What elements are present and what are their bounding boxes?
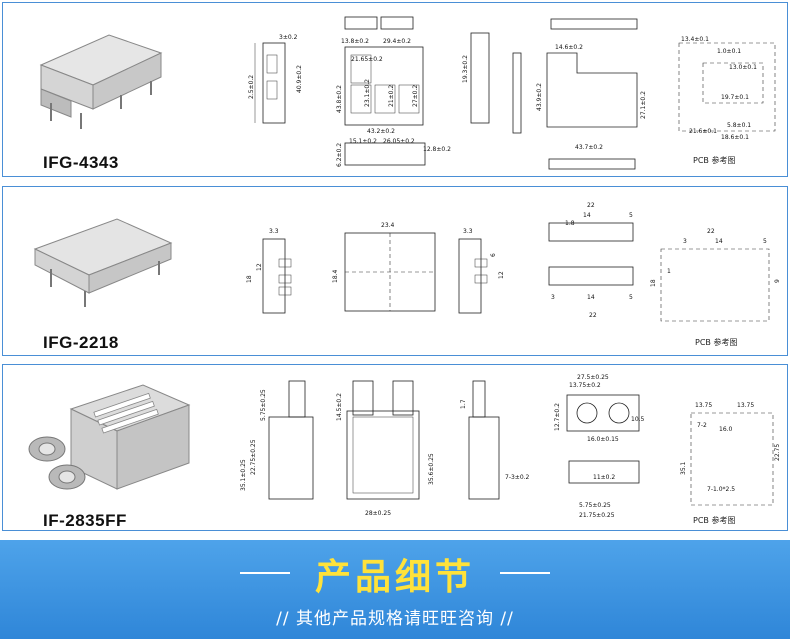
dim-label: 5 xyxy=(629,212,633,219)
model-name: IF-2835FF xyxy=(43,511,127,530)
tuner-product-image xyxy=(28,384,191,490)
dim-label: 12 xyxy=(256,263,263,271)
dim-label: 14.6±0.2 xyxy=(555,44,583,51)
shield-can-product-image xyxy=(39,34,163,129)
dim-label: 3.3 xyxy=(463,228,473,235)
dim-label: 7-2 xyxy=(697,422,707,429)
dim-label: 43.8±0.2 xyxy=(336,85,343,113)
product-panel-ifg-4343: IFG-4343 2.5±0.2 3±0.2 40.9±0.2 13.8±0.2… xyxy=(2,2,788,177)
dim-label: 5.8±0.1 xyxy=(727,122,751,129)
banner-title: 产品细节 xyxy=(314,557,475,598)
dim-label: 3 xyxy=(551,294,555,301)
pcb-reference-label: PCB 参考图 xyxy=(695,338,738,347)
model-name: IFG-4343 xyxy=(43,153,119,172)
dim-label: 27.1±0.2 xyxy=(640,91,647,119)
dim-label: 18.6±0.1 xyxy=(721,134,749,141)
dim-label: 35.6±0.25 xyxy=(428,453,435,485)
dim-label: 13.75 xyxy=(695,402,712,409)
dim-label: 23.4 xyxy=(381,222,395,229)
dim-label: 43.7±0.2 xyxy=(575,144,603,151)
dim-label: 14 xyxy=(715,238,723,245)
banner-subtitle: // 其他产品规格请旺旺咨询 // xyxy=(276,609,514,629)
dim-label: 3±0.2 xyxy=(279,34,298,41)
dim-label: 1.7 xyxy=(460,399,467,409)
dim-label: 1.0±0.1 xyxy=(717,48,741,55)
divider-line xyxy=(500,572,550,574)
dim-label: 2.5±0.2 xyxy=(248,75,255,99)
dim-label: 22 xyxy=(587,202,595,209)
dim-label: 12 xyxy=(498,271,505,279)
dim-label: 13.8±0.2 xyxy=(341,38,369,45)
pcb-reference-label: PCB 参考图 xyxy=(693,516,736,525)
dim-label: 29.4±0.2 xyxy=(383,38,411,45)
dim-label: 22.75 xyxy=(774,444,781,461)
shield-can-product-image xyxy=(33,218,173,307)
dim-label: 21.6±0.1 xyxy=(689,128,717,135)
dim-label: 13.0±0.1 xyxy=(729,64,757,71)
dim-label: 43.2±0.2 xyxy=(367,128,395,135)
dim-label: 15.1±0.2 xyxy=(349,138,377,145)
dim-label: 10.5 xyxy=(631,416,645,423)
dim-label: 5.75±0.25 xyxy=(260,389,267,421)
dim-label: 18 xyxy=(246,275,253,283)
dim-label: 35.1±0.25 xyxy=(240,459,247,491)
dim-label: 1 xyxy=(667,268,671,275)
dimension-drawing: 3.3 18 12 23.4 18.4 3.3 12 6 22 14 5 1.8… xyxy=(246,202,781,322)
dim-label: 13.4±0.1 xyxy=(681,36,709,43)
dim-label: 28±0.25 xyxy=(365,510,391,517)
dim-label: 3.3 xyxy=(269,228,279,235)
product-details-banner: 产品细节 // 其他产品规格请旺旺咨询 // xyxy=(0,540,790,639)
dim-label: 14 xyxy=(583,212,591,219)
dim-label: 16.0±0.15 xyxy=(587,436,619,443)
dim-label: 26.05±0.2 xyxy=(383,138,415,145)
dim-label: 22 xyxy=(589,312,597,319)
dim-label: 6.2±0.2 xyxy=(336,143,343,167)
dim-label: 12.7±0.2 xyxy=(554,403,561,431)
dim-label: 43.9±0.2 xyxy=(536,83,543,111)
dim-label: 19.3±0.2 xyxy=(462,55,469,83)
model-name: IFG-2218 xyxy=(43,333,119,352)
dim-label: 21.75±0.25 xyxy=(579,512,615,519)
pcb-reference-label: PCB 参考图 xyxy=(693,156,736,165)
dim-label: 18.4 xyxy=(332,269,339,283)
dim-label: 1.8 xyxy=(565,220,575,227)
dim-label: 27.5±0.25 xyxy=(577,374,609,381)
dim-label: 18 xyxy=(650,279,657,287)
dimension-drawing: 5.75±0.25 35.1±0.25 22.75±0.25 14.5±0.2 … xyxy=(240,374,781,519)
dim-label: 5.75±0.25 xyxy=(579,502,611,509)
dim-label: 14 xyxy=(587,294,595,301)
dim-label: 3 xyxy=(683,238,687,245)
product-panel-if-2835ff: IF-2835FF 5.75±0.25 35.1±0.25 22.75±0.25… xyxy=(2,364,788,531)
dim-label: 35.1 xyxy=(680,461,687,475)
dim-label: 22 xyxy=(707,228,715,235)
dim-label: 19.7±0.1 xyxy=(721,94,749,101)
dim-label: 16.0 xyxy=(719,426,733,433)
dim-label: 27±0.2 xyxy=(412,85,419,107)
dim-label: 13.75 xyxy=(737,402,754,409)
dim-label: 9 xyxy=(774,279,781,283)
dim-label: 22.75±0.25 xyxy=(250,439,257,475)
dim-label: 21.65±0.2 xyxy=(351,56,383,63)
dim-label: 11±0.2 xyxy=(593,474,615,481)
dim-label: 21±0.2 xyxy=(388,85,395,107)
dim-label: 5 xyxy=(763,238,767,245)
dim-label: 7-3±0.2 xyxy=(505,474,530,481)
dimension-drawing: 2.5±0.2 3±0.2 40.9±0.2 13.8±0.2 29.4±0.2… xyxy=(248,16,776,170)
dim-label: 12.8±0.2 xyxy=(423,146,451,153)
dim-label: 23.1±0.2 xyxy=(364,79,371,107)
product-panel-ifg-2218: IFG-2218 3.3 18 12 23.4 18.4 3.3 12 6 22… xyxy=(2,186,788,356)
dim-label: 14.5±0.2 xyxy=(336,393,343,421)
dim-label: 7-1.0*2.5 xyxy=(707,486,735,493)
dim-label: 6 xyxy=(490,253,497,257)
dim-label: 40.9±0.2 xyxy=(296,65,303,93)
divider-line xyxy=(240,572,290,574)
dim-label: 13.75±0.2 xyxy=(569,382,601,389)
dim-label: 5 xyxy=(629,294,633,301)
